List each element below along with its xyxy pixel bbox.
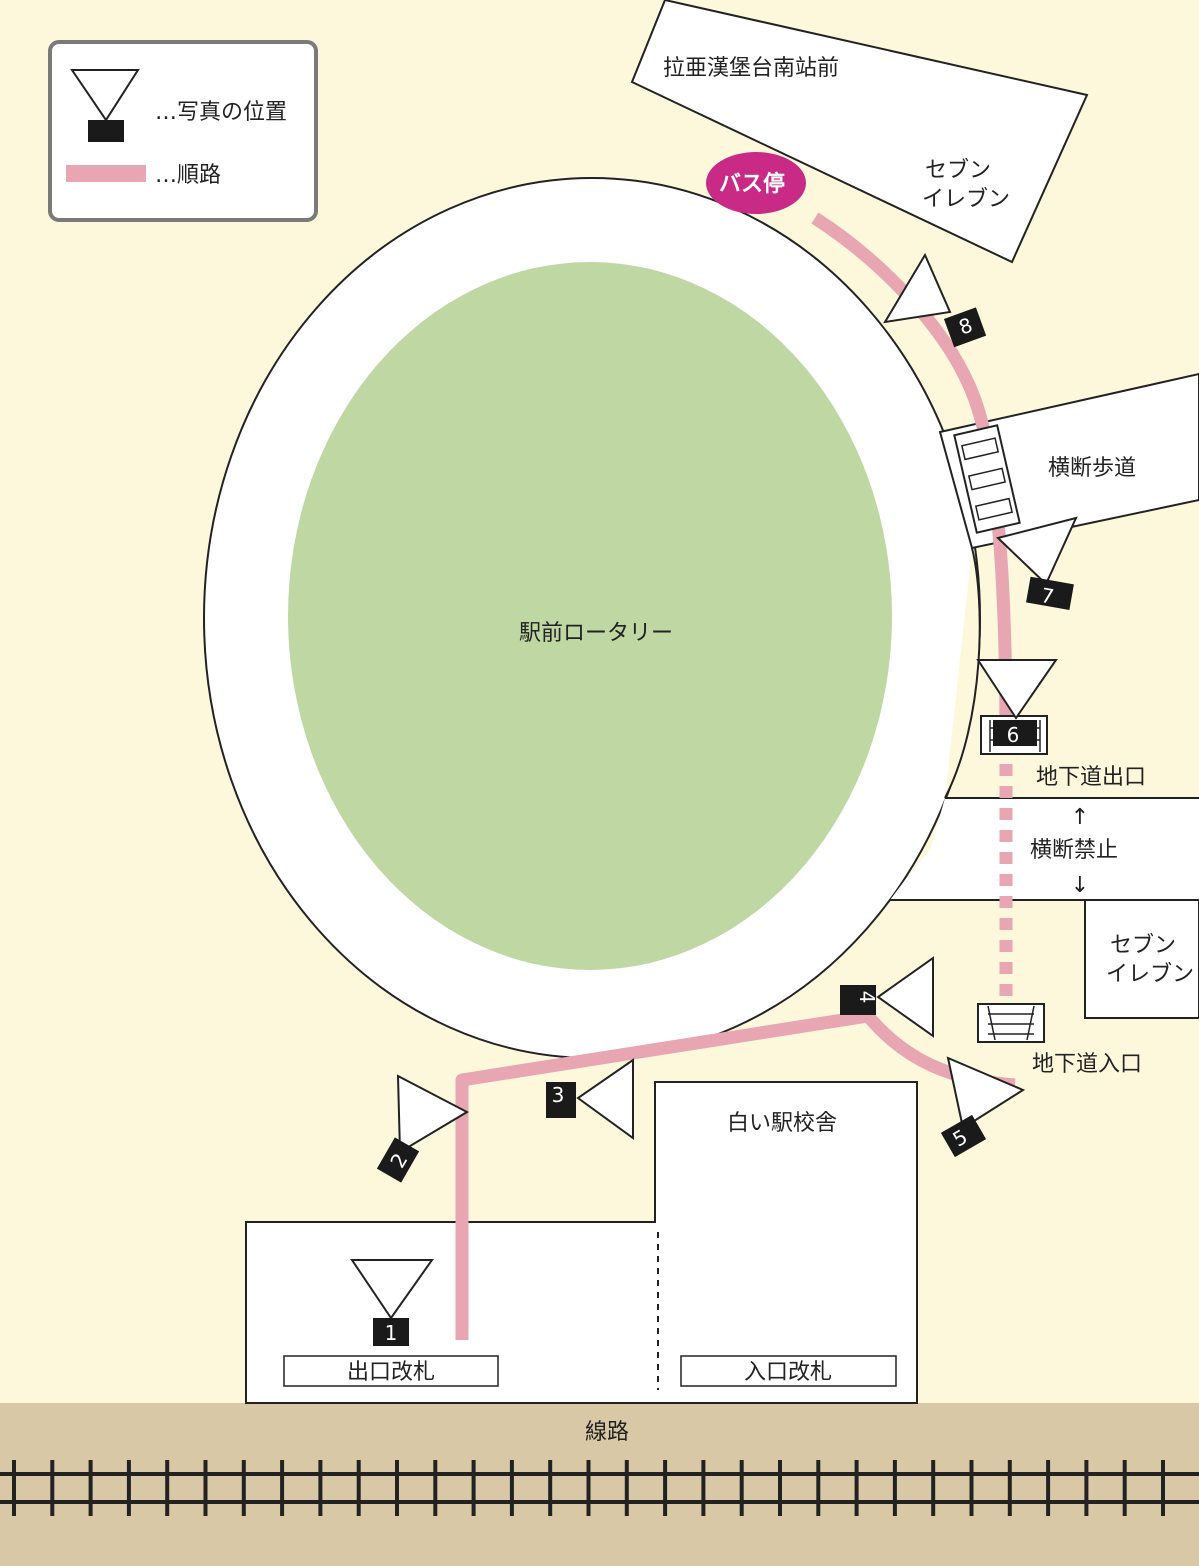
legend-photo-position: …写真の位置	[155, 100, 287, 125]
railway-track	[0, 1460, 1199, 1516]
underpass-road	[890, 798, 1199, 900]
exit-gate-box	[283, 1355, 499, 1387]
camera-body	[943, 307, 987, 348]
camera-body	[546, 1082, 576, 1118]
underpass-exit-label: 地下道出口	[1036, 765, 1146, 790]
station-building	[245, 1081, 918, 1404]
underpass-entrance-stairs	[977, 1003, 1045, 1043]
camera-body	[840, 985, 876, 1015]
camera-marker-1: 1	[350, 1259, 434, 1346]
camera-body	[376, 1137, 420, 1183]
camera-view-cone	[576, 1058, 634, 1140]
seven-eleven-top-line2: イレブン	[922, 187, 1010, 212]
camera-body	[1026, 576, 1074, 610]
rotary-green	[288, 262, 892, 970]
seven-eleven-top-line1: セブン	[925, 158, 991, 183]
arrow-down: ↓	[1071, 873, 1089, 898]
legend-route-swatch	[66, 165, 146, 182]
seven-eleven-right-line1: セブン	[1110, 933, 1176, 958]
crosswalk	[953, 424, 1021, 534]
entrance-gate-box	[680, 1355, 897, 1387]
railway-label: 線路	[585, 1420, 629, 1445]
station-building-label: 白い駅校舎	[727, 1111, 837, 1136]
underpass-entrance-label: 地下道入口	[1032, 1052, 1142, 1077]
camera-number: 4	[855, 991, 879, 1004]
camera-view-cone	[396, 1074, 470, 1154]
camera-marker-4: 4	[840, 956, 934, 1038]
legend-route: …順路	[155, 163, 221, 188]
station-front-building	[630, 0, 1089, 264]
camera-marker-6: 6	[976, 659, 1058, 747]
route-path-upper	[811, 212, 1013, 741]
camera-body	[993, 720, 1037, 746]
station-front-label: 拉亜漢堡台南站前	[663, 56, 839, 81]
camera-view-cone	[350, 1259, 434, 1320]
camera-marker-8: 8	[883, 252, 987, 348]
bus-stop-marker	[706, 152, 806, 214]
arrow-up: ↑	[1071, 805, 1089, 830]
camera-view-cone	[876, 956, 934, 1038]
camera-view-cone	[976, 659, 1058, 720]
exit-gate-label: 出口改札	[347, 1360, 435, 1385]
railway-bed	[0, 1403, 1199, 1566]
seven-eleven-right-line2: イレブン	[1106, 962, 1194, 987]
camera-marker-5: 5	[940, 1056, 1026, 1158]
camera-view-cone	[883, 252, 952, 324]
camera-view-cone	[996, 516, 1078, 586]
camera-marker-2: 2	[376, 1074, 470, 1183]
bus-stop-label: バス停	[719, 171, 785, 197]
camera-marker-7: 7	[996, 516, 1078, 610]
camera-number: 6	[1007, 723, 1020, 747]
camera-view-cone	[946, 1056, 1026, 1130]
camera-body	[940, 1114, 987, 1158]
camera-marker-3: 3	[546, 1058, 634, 1140]
entrance-gate-label: 入口改札	[744, 1360, 832, 1385]
rotary-label: 駅前ロータリー	[519, 621, 673, 646]
no-crossing-label: 横断禁止	[1030, 838, 1118, 863]
crosswalk-label: 横断歩道	[1048, 456, 1136, 481]
camera-body	[373, 1318, 409, 1346]
legend-camera-icon	[70, 69, 140, 142]
camera-number: 3	[552, 1083, 565, 1107]
camera-number: 7	[1039, 583, 1056, 609]
camera-number: 1	[385, 1321, 398, 1345]
seven-eleven-right-building	[1084, 899, 1199, 1019]
